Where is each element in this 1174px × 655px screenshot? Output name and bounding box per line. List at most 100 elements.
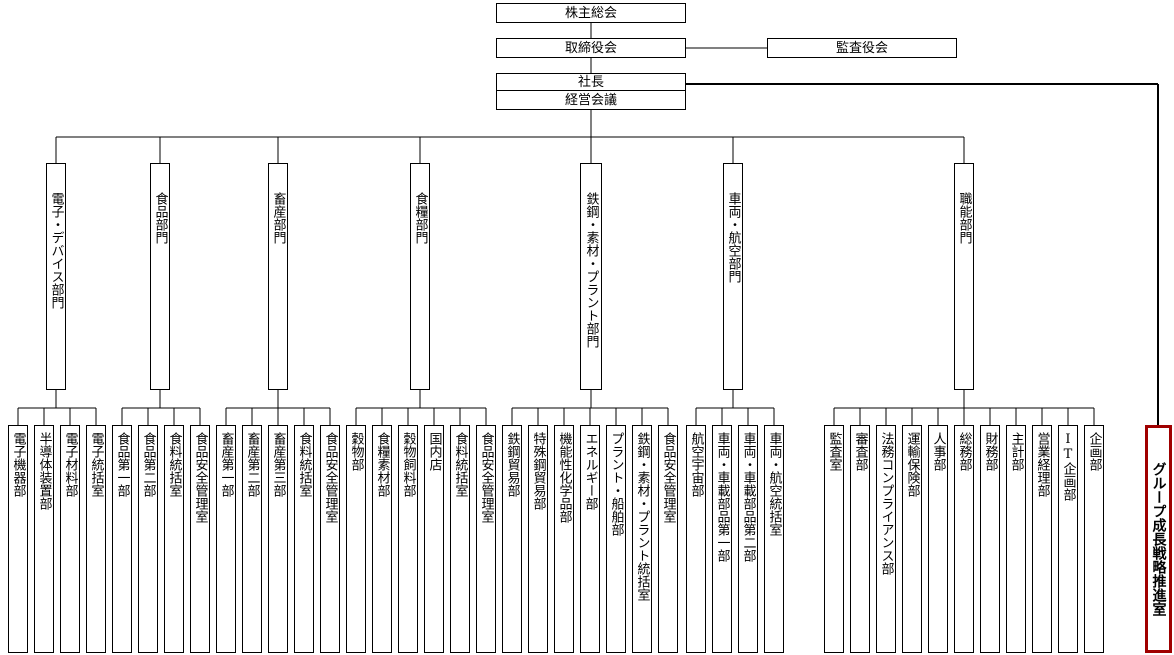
sub-department-label: 穀物飼料部: [400, 432, 416, 497]
sub-department-label: 監査室: [826, 432, 842, 471]
sub-department-box: 営業経理部: [1032, 425, 1052, 653]
sub-department-box: 穀物飼料部: [398, 425, 418, 653]
management-meeting-box: 経営会議: [496, 90, 686, 110]
sub-department-box: 半導体装置部: [34, 425, 54, 653]
sub-department-box: 食品第二部: [138, 425, 158, 653]
sub-department-box: 食料統括室: [450, 425, 470, 653]
sub-department-box: 国内店: [424, 425, 444, 653]
sub-department-box: 車両・車載部品第二部: [738, 425, 758, 653]
sub-department-box: 食品安全管理室: [190, 425, 210, 653]
sub-department-box: 企画部: [1084, 425, 1104, 653]
sub-department-box: 鉄鋼貿易部: [502, 425, 522, 653]
sub-department-box: 畜産第一部: [216, 425, 236, 653]
sub-department-label: 国内店: [426, 432, 442, 471]
department-box: 畜産部門: [268, 163, 288, 390]
group-strategy-box: グループ成長戦略推進室: [1145, 425, 1172, 653]
sub-department-label: 営業経理部: [1034, 432, 1050, 497]
sub-department-box: 運輸保険部: [902, 425, 922, 653]
sub-department-box: 食品安全管理室: [658, 425, 678, 653]
sub-department-box: プラント・船舶部: [606, 425, 626, 653]
sub-department-box: 鉄鋼・素材・プラント統括室: [632, 425, 652, 653]
sub-department-label: 食糧素材部: [374, 432, 390, 497]
sub-department-label: 鉄鋼貿易部: [504, 432, 520, 497]
sub-department-label: 総務部: [956, 432, 972, 471]
sub-department-box: 財務部: [980, 425, 1000, 653]
department-box: 電子・デバイス部門: [46, 163, 66, 390]
department-label: 車両・航空部門: [725, 192, 741, 283]
sub-department-label: エネルギー部: [582, 432, 598, 510]
sub-department-label: 食品安全管理室: [192, 432, 208, 523]
sub-department-box: 食品第一部: [112, 425, 132, 653]
sub-department-box: IT企画部: [1058, 425, 1078, 653]
sub-department-box: 電子統括室: [86, 425, 106, 653]
department-box: 食糧部門: [410, 163, 430, 390]
sub-department-box: 穀物部: [346, 425, 366, 653]
sub-department-label: 電子材料部: [62, 432, 78, 497]
department-box: 職能部門: [954, 163, 974, 390]
sub-department-label: 食品安全管理室: [322, 432, 338, 523]
sub-department-label: 畜産第三部: [270, 432, 286, 497]
sub-department-box: 人事部: [928, 425, 948, 653]
sub-department-box: 食料統括室: [294, 425, 314, 653]
shareholders-label: 株主総会: [564, 5, 617, 21]
board-box: 取締役会: [496, 38, 686, 58]
department-box: 鉄鋼・素材・プラント部門: [580, 163, 602, 390]
sub-department-label: 機能性化学品部: [556, 432, 572, 523]
sub-department-box: 食料統括室: [164, 425, 184, 653]
sub-department-box: 電子機器部: [8, 425, 28, 653]
sub-department-label: 穀物部: [348, 432, 364, 471]
sub-department-box: 畜産第三部: [268, 425, 288, 653]
sub-department-label: 企画部: [1086, 432, 1102, 471]
sub-department-label: 車両・航空統括室: [766, 432, 782, 536]
sub-department-label: 食料統括室: [296, 432, 312, 497]
sub-department-label: 人事部: [930, 432, 946, 471]
sub-department-label: 財務部: [982, 432, 998, 471]
group-strategy-label: グループ成長戦略推進室: [1150, 462, 1167, 616]
sub-department-label: 畜産第二部: [244, 432, 260, 497]
sub-department-label: 食品第二部: [140, 432, 156, 497]
department-label: 食糧部門: [412, 192, 428, 244]
sub-department-box: 電子材料部: [60, 425, 80, 653]
sub-department-label: 半導体装置部: [36, 432, 52, 510]
sub-department-label: 車両・車載部品第二部: [740, 432, 756, 562]
department-label: 鉄鋼・素材・プラント部門: [583, 192, 599, 348]
sub-department-label: 特殊鋼貿易部: [530, 432, 546, 510]
sub-department-box: エネルギー部: [580, 425, 600, 653]
management-meeting-label: 経営会議: [564, 92, 617, 108]
sub-department-label: 食品安全管理室: [478, 432, 494, 523]
sub-department-label: 運輸保険部: [904, 432, 920, 497]
sub-department-label: 食品安全管理室: [660, 432, 676, 523]
board-label: 取締役会: [564, 40, 617, 56]
sub-department-label: 審査部: [852, 432, 868, 471]
sub-department-box: 監査室: [824, 425, 844, 653]
sub-department-label: 車両・車載部品第一部: [714, 432, 730, 562]
sub-department-box: 総務部: [954, 425, 974, 653]
sub-department-label: 畜産第一部: [218, 432, 234, 497]
sub-department-label: 食料統括室: [166, 432, 182, 497]
sub-department-box: 法務コンプライアンス部: [876, 425, 896, 653]
sub-department-label: 食料統括室: [452, 432, 468, 497]
sub-department-box: 航空宇宙部: [686, 425, 706, 653]
department-label: 食品部門: [152, 192, 168, 244]
sub-department-label: 航空宇宙部: [688, 432, 704, 497]
sub-department-label: プラント・船舶部: [608, 432, 624, 536]
shareholders-box: 株主総会: [496, 3, 686, 23]
department-label: 電子・デバイス部門: [48, 192, 64, 309]
sub-department-box: 車両・車載部品第一部: [712, 425, 732, 653]
president-box: 社長: [496, 73, 686, 91]
president-label: 社長: [577, 74, 604, 90]
sub-department-label: 主計部: [1008, 432, 1024, 471]
department-box: 食品部門: [150, 163, 170, 390]
sub-department-label: IT企画部: [1060, 432, 1076, 501]
sub-department-label: 電子機器部: [10, 432, 26, 497]
sub-department-box: 食品安全管理室: [320, 425, 340, 653]
sub-department-label: 法務コンプライアンス部: [878, 432, 894, 575]
department-box: 車両・航空部門: [723, 163, 743, 390]
sub-department-box: 機能性化学品部: [554, 425, 574, 653]
sub-department-box: 食品安全管理室: [476, 425, 496, 653]
sub-department-box: 特殊鋼貿易部: [528, 425, 548, 653]
sub-department-label: 鉄鋼・素材・プラント統括室: [634, 432, 650, 601]
sub-department-box: 食糧素材部: [372, 425, 392, 653]
sub-department-box: 主計部: [1006, 425, 1026, 653]
